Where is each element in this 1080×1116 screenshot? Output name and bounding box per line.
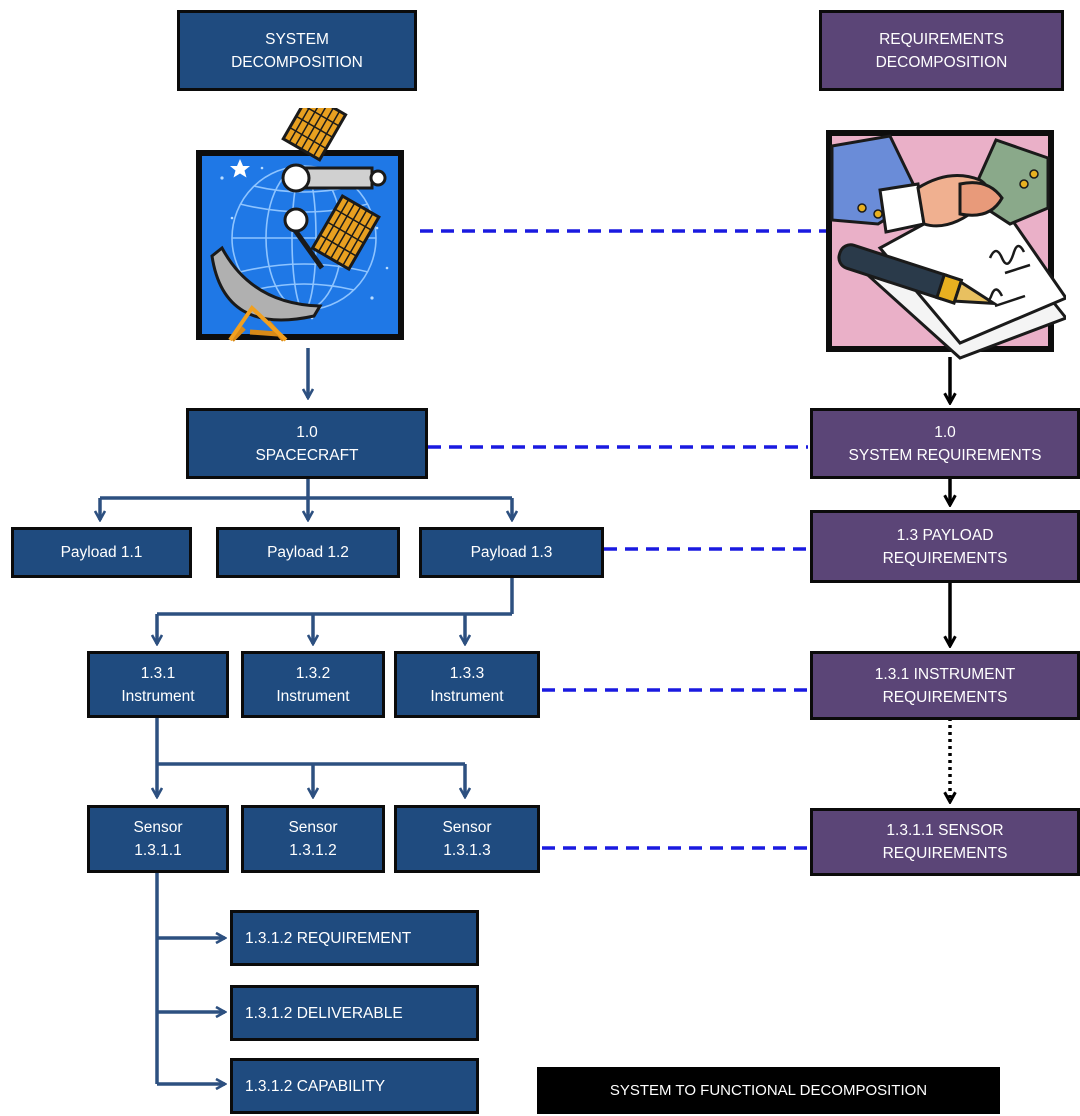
box-line: 1.3.3: [449, 664, 485, 682]
box-line: Payload 1.1: [60, 544, 143, 561]
header-line: DECOMPOSITION: [231, 53, 363, 71]
system-tree-connectors: [100, 348, 512, 1084]
capability-leaf-box: 1.3.1.2 CAPABILITY: [230, 1058, 479, 1114]
spacecraft-box: 1.0 SPACECRAFT: [186, 408, 428, 479]
box-line: SYSTEM REQUIREMENTS: [848, 446, 1042, 464]
box-line: Sensor: [288, 819, 338, 836]
requirement-leaf-box: 1.3.1.2 REQUIREMENT: [230, 910, 479, 966]
payload-1-1-box: Payload 1.1: [11, 527, 192, 578]
system-decomposition-header: SYSTEM DECOMPOSITION: [177, 10, 417, 91]
box-line: 1.3.1 INSTRUMENT: [874, 665, 1016, 683]
box-line: 1.3.1: [140, 664, 176, 682]
sensor-1-3-1-1-box: Sensor 1.3.1.1: [87, 805, 229, 873]
box-line: SPACECRAFT: [255, 446, 359, 464]
system-requirements-box: 1.0 SYSTEM REQUIREMENTS: [810, 408, 1080, 479]
instrument-1-3-3-box: 1.3.3 Instrument: [394, 651, 540, 718]
box-line: Instrument: [276, 687, 350, 705]
header-line: DECOMPOSITION: [875, 53, 1008, 71]
header-line: REQUIREMENTS: [879, 30, 1004, 48]
box-line: 1.3 PAYLOAD: [896, 526, 994, 544]
box-line: 1.3.1.2 CAPABILITY: [245, 1077, 386, 1095]
header-line: SYSTEM: [265, 30, 329, 48]
box-line: REQUIREMENTS: [882, 845, 1008, 862]
box-line: 1.3.1.2: [289, 842, 337, 859]
box-line: Payload 1.2: [267, 544, 349, 561]
box-line: 1.3.1.2 DELIVERABLE: [245, 1004, 403, 1022]
sensor-1-3-1-3-box: Sensor 1.3.1.3: [394, 805, 540, 873]
box-line: REQUIREMENTS: [882, 549, 1008, 567]
payload-requirements-box: 1.3 PAYLOAD REQUIREMENTS: [810, 510, 1080, 583]
box-line: Payload 1.3: [470, 544, 553, 561]
sensor-requirements-box: 1.3.1.1 SENSOR REQUIREMENTS: [810, 808, 1080, 876]
instrument-requirements-box: 1.3.1 INSTRUMENT REQUIREMENTS: [810, 651, 1080, 720]
box-line: 1.3.1.1 SENSOR: [886, 822, 1004, 839]
box-line: 1.3.1.1: [134, 842, 182, 859]
handshake-contract-clipart: [826, 130, 1066, 360]
sensor-1-3-1-2-box: Sensor 1.3.1.2: [241, 805, 385, 873]
box-line: Instrument: [121, 687, 195, 705]
instrument-1-3-1-box: 1.3.1 Instrument: [87, 651, 229, 718]
diagram-caption: SYSTEM TO FUNCTIONAL DECOMPOSITION: [537, 1067, 1000, 1114]
box-line: Sensor: [442, 819, 492, 836]
payload-1-2-box: Payload 1.2: [216, 527, 400, 578]
payload-1-3-box: Payload 1.3: [419, 527, 604, 578]
box-line: REQUIREMENTS: [882, 688, 1008, 706]
requirements-decomposition-header: REQUIREMENTS DECOMPOSITION: [819, 10, 1064, 91]
box-line: 1.3.1.2 REQUIREMENT: [245, 929, 412, 947]
box-line: 1.3.1.3: [443, 842, 491, 859]
caption-text: SYSTEM TO FUNCTIONAL DECOMPOSITION: [609, 1082, 928, 1099]
instrument-1-3-2-box: 1.3.2 Instrument: [241, 651, 385, 718]
box-line: 1.0: [296, 423, 318, 441]
deliverable-leaf-box: 1.3.1.2 DELIVERABLE: [230, 985, 479, 1041]
box-line: Sensor: [133, 819, 183, 836]
traceability-links: [420, 229, 830, 850]
satellite-dish-clipart: [196, 108, 404, 342]
box-line: 1.0: [934, 423, 956, 441]
box-line: 1.3.2: [295, 664, 331, 682]
box-line: Instrument: [430, 687, 504, 705]
